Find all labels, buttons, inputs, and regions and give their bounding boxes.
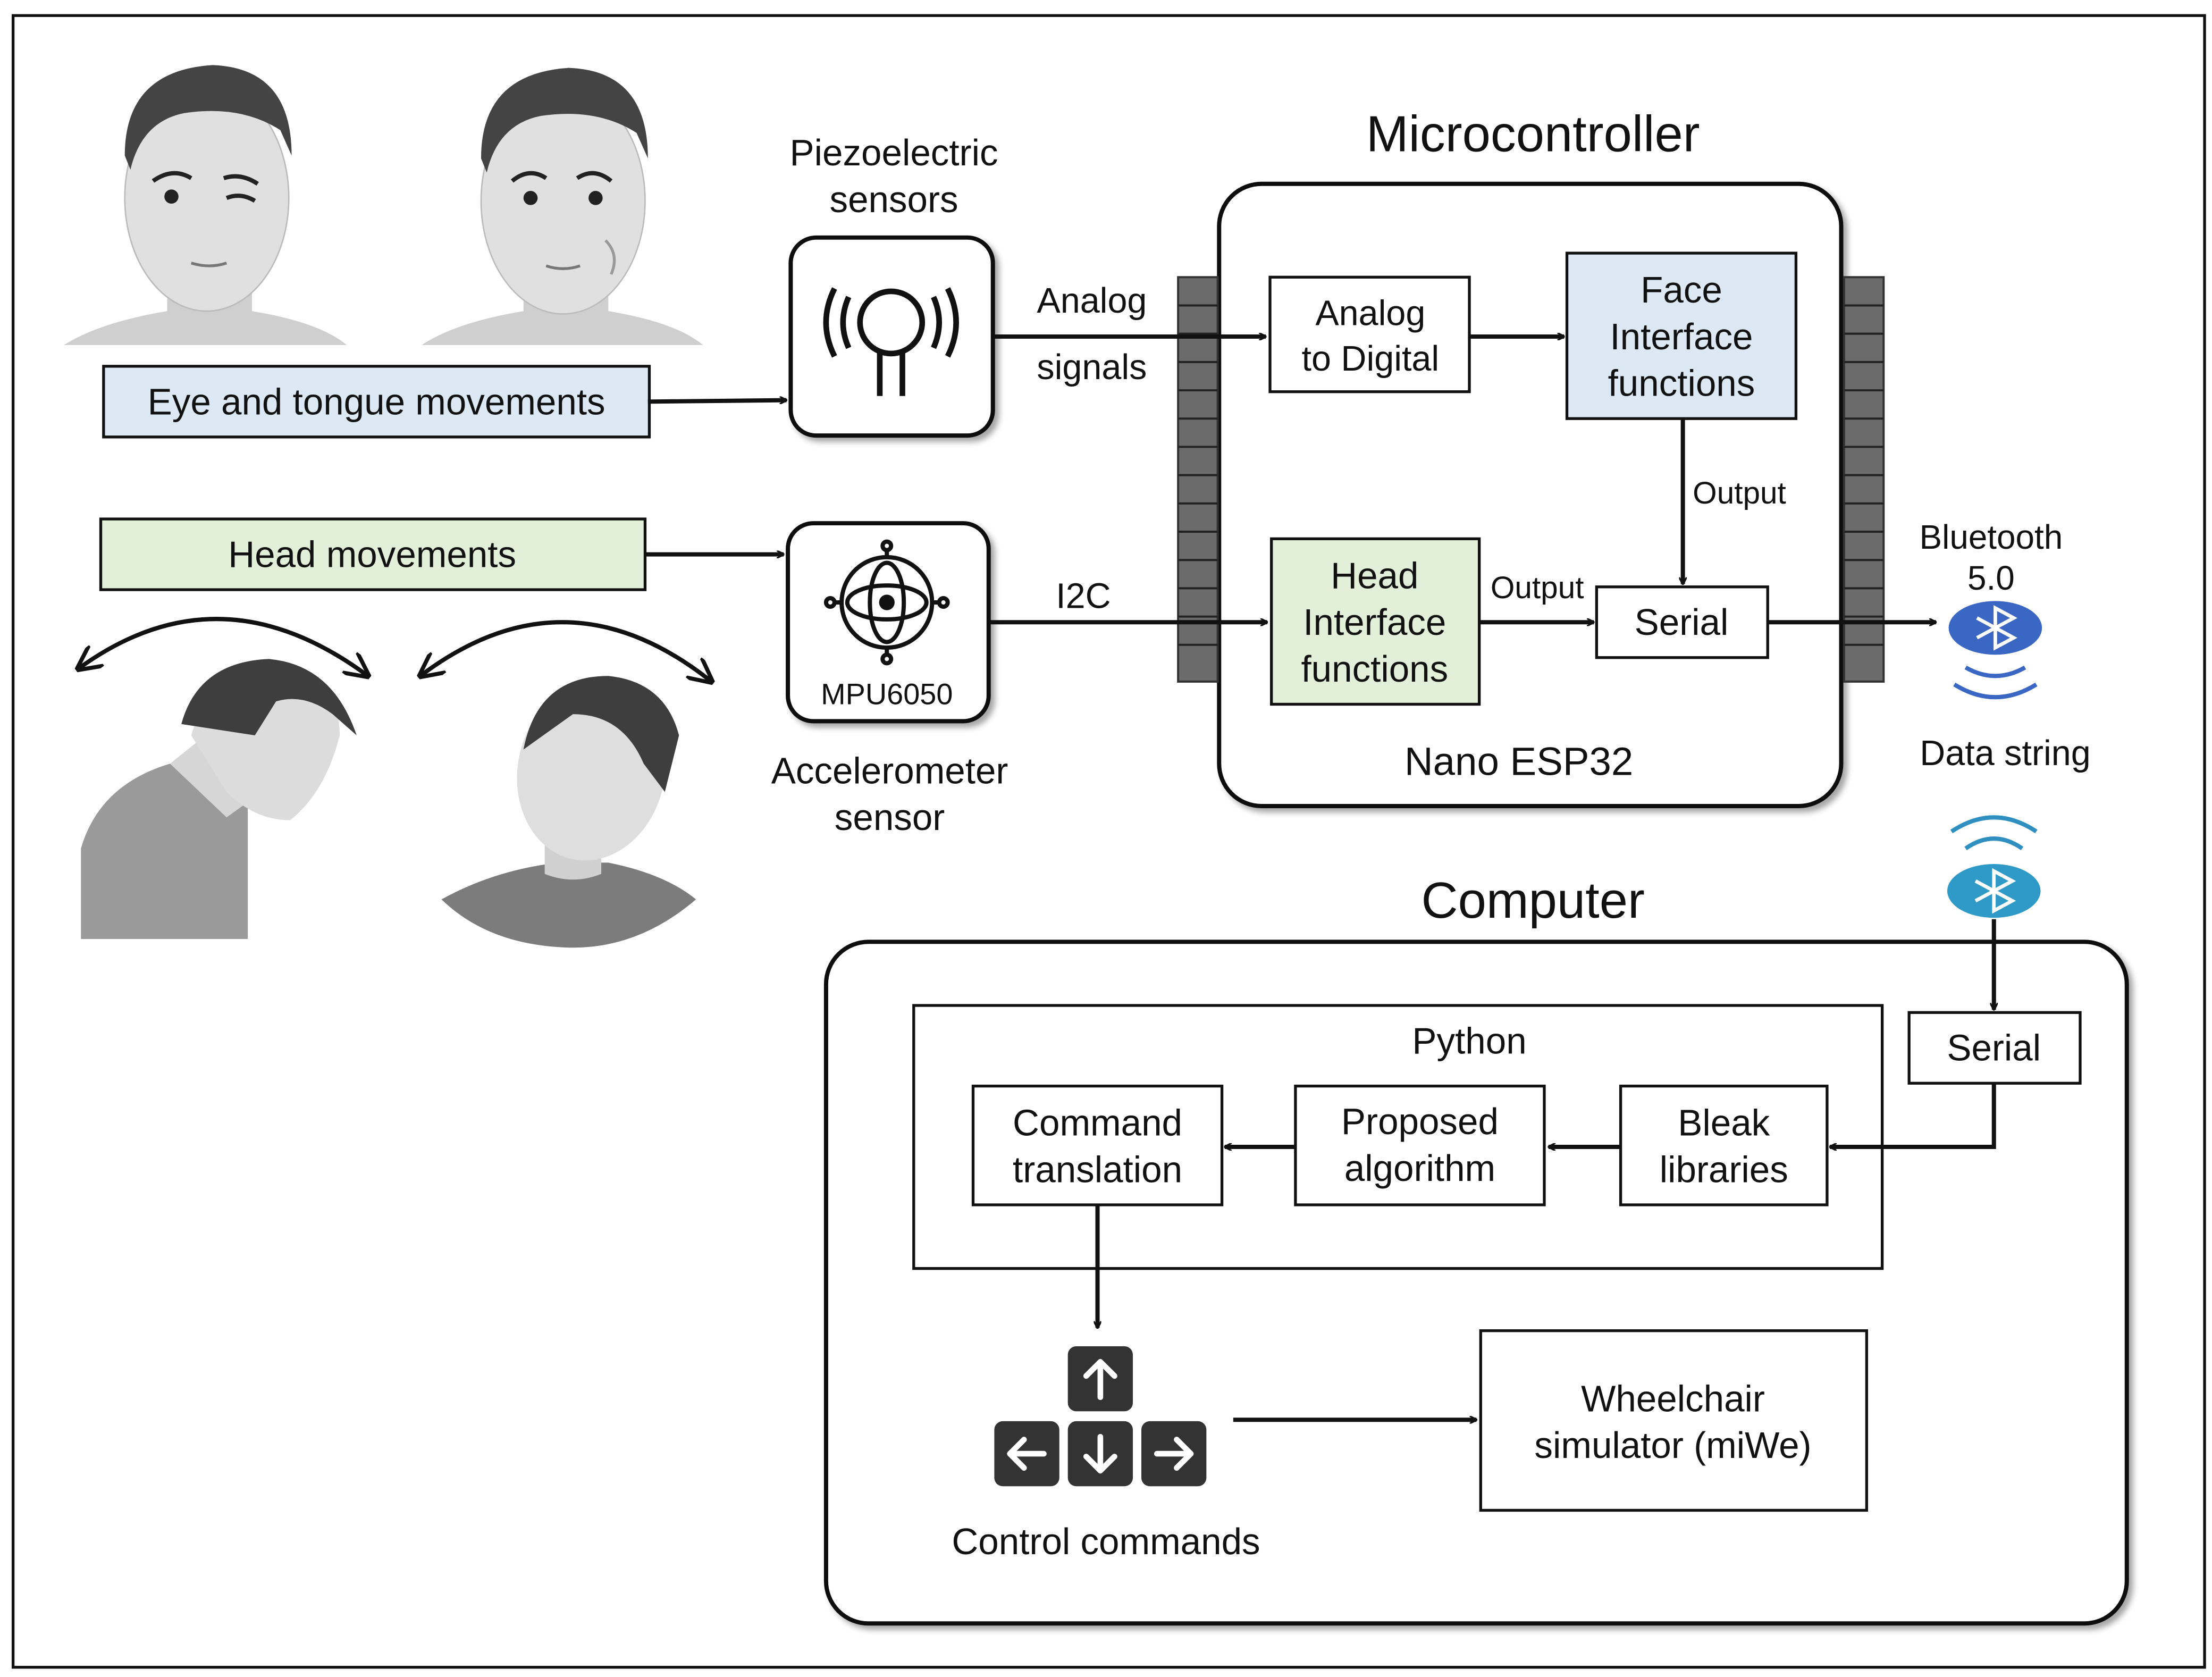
face-illustration-tongue [422,68,703,345]
arrow-pc-serial-to-bleak [1830,1083,1996,1147]
face-interface-line3: functions [1608,363,1755,404]
mpu6050-label: MPU6050 [821,677,953,710]
mcu-serial-label: Serial [1635,601,1729,643]
algorithm-label-line2: algorithm [1344,1147,1495,1189]
head-interface-box [1270,537,1481,706]
arrow-eye-to-piezo [647,400,787,402]
pin-header-right [1843,276,1885,683]
head-tilt-arc-left [78,617,368,676]
face-interface-box [1565,251,1798,420]
pin-header-left [1177,276,1219,683]
bluetooth-receive-icon [1947,815,2041,918]
analog-link-line1: Analog [1037,281,1147,321]
head-tilt-illustration [441,676,696,948]
bluetooth-label-line2: 5.0 [1967,559,2015,597]
microcontroller-title: Microcontroller [1366,106,1700,163]
bluetooth-transmit-icon [1948,601,2042,700]
bleak-box [1619,1084,1829,1206]
face-interface-line1: Face [1641,269,1722,311]
eye-tongue-movement-label: Eye and tongue movements [148,381,605,422]
wheelchair-label-line2: simulator (miWe) [1534,1424,1811,1466]
head-interface-line3: functions [1301,648,1448,690]
pc-serial-label: Serial [1947,1027,2041,1069]
face-output-label: Output [1693,476,1786,510]
head-output-label: Output [1491,571,1584,605]
bluetooth-label-line1: Bluetooth [1920,518,2063,556]
head-interface-line2: Interface [1303,601,1446,643]
bleak-label-line2: libraries [1660,1148,1788,1190]
adc-label-line2: to Digital [1302,339,1440,379]
face-illustration-wink [64,65,347,345]
piezo-title-line2: sensors [830,179,958,220]
face-interface-line2: Interface [1610,316,1753,357]
accelerometer-title-line1: Accelerometer [771,750,1008,791]
python-label: Python [1412,1020,1526,1061]
wheelchair-label-line1: Wheelchair [1581,1378,1765,1419]
board-label: Nano ESP32 [1404,739,1633,783]
command-translation-line2: translation [1013,1148,1182,1190]
bleak-label-line1: Bleak [1678,1102,1770,1144]
head-tilt-arc-right [420,620,712,682]
command-translation-box [971,1084,1224,1206]
mcu-serial-box [1595,585,1769,659]
adc-label-line1: Analog [1315,294,1425,333]
i2c-link-label: I2C [1056,577,1111,616]
head-bow-illustration [81,659,357,939]
gyroscope-icon [823,539,950,666]
head-movement-label: Head movements [228,534,516,575]
wheelchair-simulator-box [1479,1329,1869,1512]
head-movement-box [99,517,647,591]
head-interface-line1: Head [1331,555,1418,596]
piezo-sensor-box [788,235,995,438]
algorithm-box [1294,1084,1546,1206]
algorithm-label-line1: Proposed [1341,1101,1499,1142]
piezo-title-line1: Piezoelectric [790,132,998,173]
accelerometer-title-line2: sensor [835,796,945,838]
pc-serial-box [1907,1011,2082,1085]
command-translation-line1: Command [1013,1102,1182,1144]
computer-title: Computer [1422,872,1645,929]
control-commands-label: Control commands [952,1521,1260,1562]
piezo-sensor-icon [823,287,959,396]
data-string-label: Data string [1920,734,2090,773]
analog-link-line2: signals [1037,348,1147,387]
arrow-keys-icon [994,1346,1207,1487]
